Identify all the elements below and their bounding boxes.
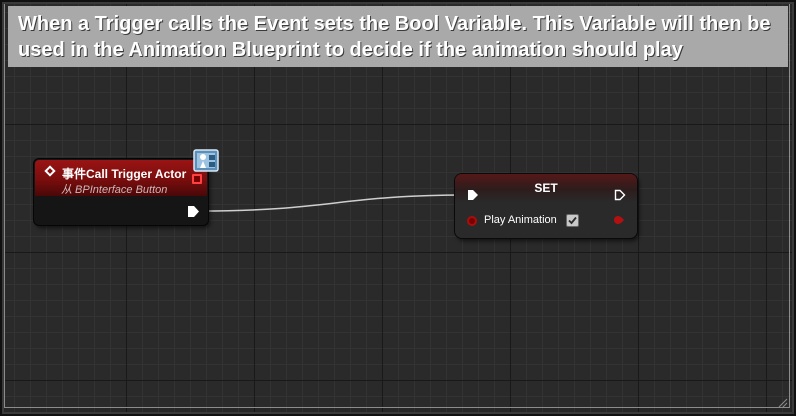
event-node-call-trigger-actor[interactable]: 事件Call Trigger Actor 从 BPInterface Butto… — [34, 159, 208, 225]
interface-icon — [193, 149, 219, 172]
play-animation-label: Play Animation — [484, 214, 557, 226]
set-node-header: SET — [455, 174, 637, 202]
event-exec-out-pin[interactable] — [187, 205, 200, 218]
play-animation-output-pin[interactable] — [613, 215, 624, 225]
set-exec-in-pin[interactable] — [467, 189, 479, 201]
set-node-title: SET — [534, 181, 558, 195]
set-exec-out-pin[interactable] — [614, 189, 626, 201]
event-node-title: 事件Call Trigger Actor — [62, 167, 187, 181]
play-animation-input-pin[interactable] — [467, 216, 477, 226]
comment-resize-grip-icon[interactable] — [776, 396, 788, 408]
comment-box[interactable] — [4, 4, 790, 408]
comment-text: When a Trigger calls the Event sets the … — [18, 13, 771, 61]
event-diamond-icon — [44, 165, 56, 177]
play-animation-checkbox[interactable] — [566, 214, 579, 227]
set-node[interactable]: SET — [455, 174, 637, 238]
checkmark-icon — [568, 216, 577, 225]
event-delegate-pin[interactable] — [192, 174, 202, 184]
event-node-header: 事件Call Trigger Actor 从 BPInterface Butto… — [35, 160, 207, 196]
comment-header[interactable]: When a Trigger calls the Event sets the … — [8, 6, 788, 67]
event-node-subtitle: 从 BPInterface Button — [61, 184, 168, 196]
